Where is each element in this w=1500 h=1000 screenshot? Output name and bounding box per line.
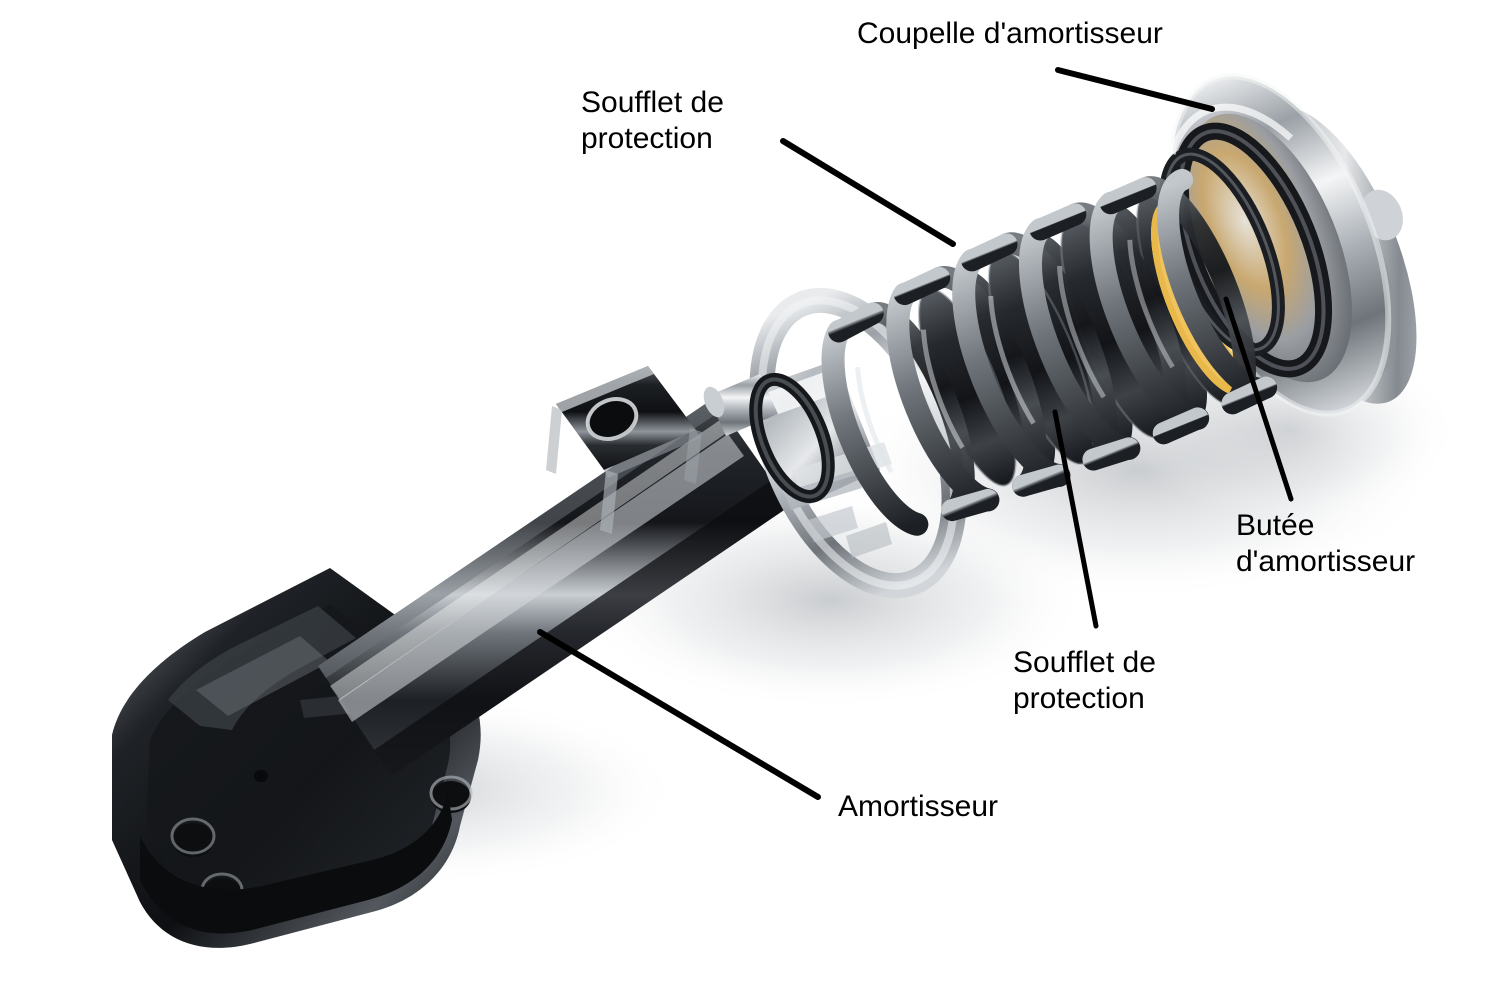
label-soufflet-de-protection-haut: Soufflet de protection: [581, 86, 724, 155]
leader-butee: [1223, 296, 1294, 502]
label-amortisseur: Amortisseur: [838, 790, 999, 823]
leader-amortisseur: [537, 629, 821, 800]
leader-soufflet-bas: [1052, 409, 1099, 629]
leader-soufflet-haut: [780, 138, 956, 247]
label-butee-d-amortisseur: Butée d'amortisseur: [1236, 509, 1416, 578]
leader-coupelle: [1055, 67, 1215, 112]
coil-spring: [821, 168, 1278, 536]
leader-lines: [537, 67, 1294, 800]
mounting-tab-bracket: [546, 366, 702, 534]
label-coupelle-d-amortisseur: Coupelle d'amortisseur: [857, 17, 1163, 50]
label-soufflet-de-protection-bas: Soufflet de protection: [1013, 646, 1156, 715]
